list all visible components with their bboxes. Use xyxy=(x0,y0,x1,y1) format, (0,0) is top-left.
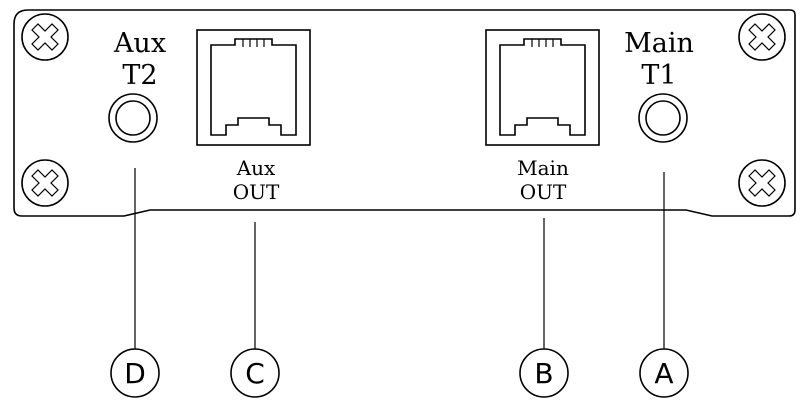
callout-a-label: A xyxy=(654,357,673,390)
callout-a: A xyxy=(639,348,689,398)
callout-c-label: C xyxy=(245,357,265,390)
aux-jack-label-line1: Aux xyxy=(113,28,166,59)
callout-b-label: B xyxy=(534,357,553,390)
main-out-label-line1: Main xyxy=(517,156,569,180)
main-jack-label-line1: Main xyxy=(624,28,694,59)
audio-jack-icon xyxy=(638,93,688,143)
screw-icon xyxy=(21,13,69,61)
screw-icon xyxy=(738,159,786,207)
main-out-label-line2: OUT xyxy=(520,180,567,204)
screw-icon xyxy=(21,159,69,207)
aux-jack-label-line2: T2 xyxy=(122,60,157,91)
screw-icon xyxy=(738,13,786,61)
panel-outline xyxy=(13,9,796,217)
audio-jack-icon xyxy=(108,93,158,143)
callout-d-label: D xyxy=(124,357,146,390)
aux-out-label-line2: OUT xyxy=(233,180,280,204)
rj-port-icon xyxy=(485,29,600,146)
main-jack-label-line2: T1 xyxy=(641,60,676,91)
callout-b: B xyxy=(519,348,569,398)
rj-port-icon xyxy=(196,29,311,146)
aux-out-label-line1: Aux xyxy=(236,156,276,180)
callout-c: C xyxy=(230,348,280,398)
callout-d: D xyxy=(110,348,160,398)
